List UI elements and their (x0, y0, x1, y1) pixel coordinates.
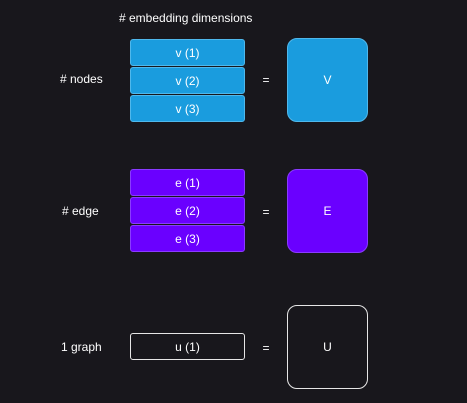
graph-cell-1: u (1) (130, 333, 245, 360)
node-cell-3: v (3) (130, 95, 245, 122)
nodes-equals-sign: = (262, 73, 270, 87)
node-matrix-V: V (287, 38, 368, 122)
graph-equals-sign: = (262, 341, 270, 355)
graph-matrix-U: U (287, 305, 368, 389)
graph-label: 1 graph (61, 340, 102, 354)
edge-cell-3: e (3) (130, 225, 245, 252)
edge-matrix-E: E (287, 169, 368, 253)
edge-label: # edge (62, 204, 99, 218)
node-cell-2: v (2) (130, 67, 245, 94)
embedding-dimensions-label: # embedding dimensions (119, 11, 253, 25)
node-cell-1: v (1) (130, 39, 245, 66)
nodes-label: # nodes (60, 72, 103, 86)
edge-cell-2: e (2) (130, 197, 245, 224)
edge-equals-sign: = (262, 205, 270, 219)
edge-cell-1: e (1) (130, 169, 245, 196)
